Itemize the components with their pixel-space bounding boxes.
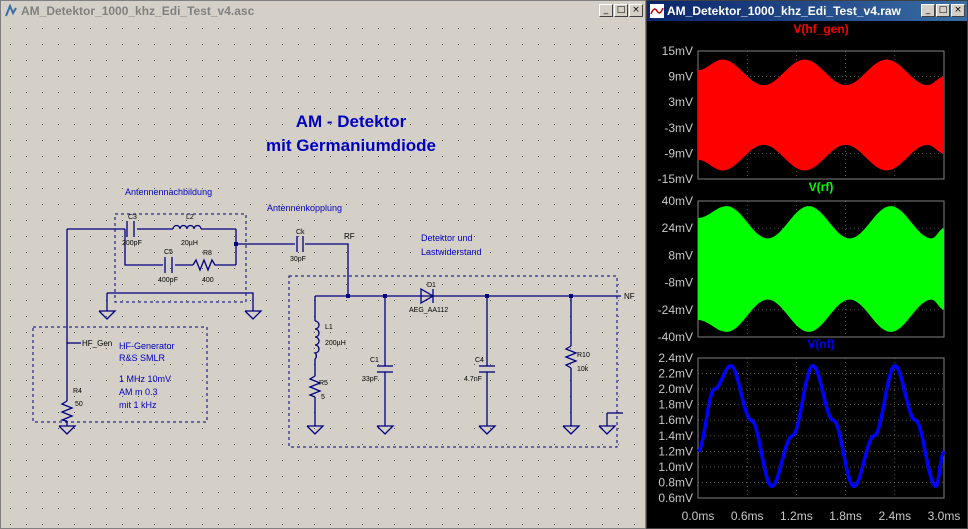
y-tick-label: -40mV bbox=[658, 330, 693, 344]
net-label-rf: RF bbox=[344, 232, 355, 241]
x-tick-label: 2.4ms bbox=[878, 509, 911, 523]
svg-text:Ck: Ck bbox=[296, 229, 305, 236]
heading-line-1: AM - Detektor bbox=[296, 112, 407, 131]
svg-text:33pF: 33pF bbox=[362, 376, 378, 383]
schematic-titlebar[interactable]: AM_Detektor_1000_khz_Edi_Test_v4.asc _ □… bbox=[1, 1, 645, 21]
schematic-app-icon bbox=[5, 4, 17, 17]
y-tick-label: -15mV bbox=[658, 172, 693, 186]
label-antennennachbildung: Antennennachbildung bbox=[125, 187, 212, 197]
svg-text:R5: R5 bbox=[319, 380, 328, 387]
y-tick-label: 3mV bbox=[668, 95, 693, 109]
y-tick-label: 1.6mV bbox=[658, 413, 693, 427]
svg-text:R8: R8 bbox=[203, 250, 212, 257]
y-tick-label: 0.6mV bbox=[658, 491, 693, 505]
gen-line-5: mit 1 kHz bbox=[119, 400, 157, 410]
svg-text:200µH: 200µH bbox=[325, 340, 346, 347]
maximize-button[interactable]: □ bbox=[936, 4, 950, 17]
close-button[interactable]: × bbox=[951, 4, 965, 17]
junction-dots bbox=[234, 242, 573, 298]
label-detektor-line-2: Lastwiderstand bbox=[421, 247, 482, 257]
ground-symbols bbox=[58, 310, 617, 435]
svg-text:L2: L2 bbox=[186, 214, 194, 221]
y-tick-label: -24mV bbox=[658, 303, 693, 317]
svg-text:400pF: 400pF bbox=[158, 277, 178, 284]
schematic-window[interactable]: AM_Detektor_1000_khz_Edi_Test_v4.asc _ □… bbox=[0, 0, 646, 529]
svg-text:50: 50 bbox=[75, 401, 83, 408]
x-tick-label: 0.0ms bbox=[682, 509, 715, 523]
heading-line-2: mit Germaniumdiode bbox=[266, 136, 436, 155]
schematic-grid bbox=[3, 21, 643, 526]
svg-text:C4: C4 bbox=[475, 357, 484, 364]
label-antennenkopplung: Antennenkopplung bbox=[267, 203, 342, 213]
y-tick-label: -9mV bbox=[664, 146, 693, 160]
y-tick-label: 1.0mV bbox=[658, 460, 693, 474]
x-tick-label: 1.2ms bbox=[780, 509, 813, 523]
y-tick-label: 2.2mV bbox=[658, 367, 693, 381]
y-tick-label: 24mV bbox=[662, 221, 693, 235]
y-tick-label: 8mV bbox=[668, 248, 693, 262]
svg-text:R4: R4 bbox=[73, 388, 82, 395]
net-label-nf: NF bbox=[624, 292, 635, 301]
svg-text:20µH: 20µH bbox=[181, 240, 198, 247]
svg-text:200pF: 200pF bbox=[122, 240, 142, 247]
schematic-title: AM_Detektor_1000_khz_Edi_Test_v4.asc bbox=[21, 4, 255, 18]
waveform-window[interactable]: AM_Detektor_1000_khz_Edi_Test_v4.raw _ □… bbox=[646, 0, 968, 529]
pane-frame bbox=[697, 357, 945, 499]
minimize-button[interactable]: _ bbox=[599, 4, 613, 17]
trace-envelope bbox=[698, 206, 944, 332]
minimize-button[interactable]: _ bbox=[921, 4, 935, 17]
svg-text:C3: C3 bbox=[128, 214, 137, 221]
svg-text:5: 5 bbox=[321, 394, 325, 401]
maximize-button[interactable]: □ bbox=[614, 4, 628, 17]
gen-line-2: R&S SMLR bbox=[119, 353, 166, 363]
y-tick-label: 2.0mV bbox=[658, 382, 693, 396]
waveform-title: AM_Detektor_1000_khz_Edi_Test_v4.raw bbox=[667, 4, 901, 18]
gen-line-4: AM m 0.3 bbox=[119, 387, 158, 397]
trace-envelope bbox=[698, 59, 944, 171]
trace-line bbox=[697, 363, 946, 489]
waveform-titlebar[interactable]: AM_Detektor_1000_khz_Edi_Test_v4.raw _ □… bbox=[647, 1, 967, 21]
y-tick-label: 1.2mV bbox=[658, 444, 693, 458]
trace-label: V(rf) bbox=[809, 180, 834, 194]
dashed-boxes bbox=[32, 213, 618, 448]
trace-label: V(hf_gen) bbox=[793, 22, 848, 36]
svg-text:4.7nF: 4.7nF bbox=[464, 376, 482, 383]
close-button[interactable]: × bbox=[629, 4, 643, 17]
y-tick-label: -3mV bbox=[664, 121, 693, 135]
svg-text:AEG_AA112: AEG_AA112 bbox=[409, 307, 448, 314]
svg-text:C5: C5 bbox=[164, 249, 173, 256]
y-tick-label: 0.8mV bbox=[658, 475, 693, 489]
gen-line-3: 1 MHz 10mV bbox=[119, 374, 171, 384]
waveform-plot-area[interactable]: 15mV 9mV 3mV -3mV -9mV -15mV V(hf_gen) 40mV 24mV… bbox=[647, 21, 967, 528]
y-tick-label: 15mV bbox=[662, 44, 693, 58]
y-tick-label: 1.8mV bbox=[658, 398, 693, 412]
x-tick-label: 3.0ms bbox=[928, 509, 961, 523]
y-tick-label: -8mV bbox=[664, 276, 693, 290]
x-tick-label: 0.6ms bbox=[731, 509, 764, 523]
svg-text:C1: C1 bbox=[370, 357, 379, 364]
trace-label: V(nf) bbox=[807, 337, 834, 351]
svg-text:30pF: 30pF bbox=[290, 256, 306, 263]
net-label-hf-gen: HF_Gen bbox=[82, 339, 112, 348]
svg-text:L1: L1 bbox=[325, 324, 333, 331]
svg-text:10k: 10k bbox=[577, 366, 589, 373]
component-labels: C3 200pF L2 20µH C5 400pF R8 400 Ck 30pF… bbox=[73, 214, 590, 408]
svg-text:400: 400 bbox=[202, 277, 214, 284]
schematic-symbols bbox=[59, 221, 578, 422]
label-detektor-line-1: Detektor und bbox=[421, 233, 473, 243]
y-tick-label: 1.4mV bbox=[658, 429, 693, 443]
x-tick-label: 1.8ms bbox=[829, 509, 862, 523]
svg-text:R10: R10 bbox=[577, 352, 590, 359]
gen-line-1: HF-Generator bbox=[119, 341, 175, 351]
y-tick-label: 9mV bbox=[668, 70, 693, 84]
y-tick-label: 40mV bbox=[662, 194, 693, 208]
schematic-canvas[interactable]: AM - Detektor mit Germaniumdiode Antenne… bbox=[3, 21, 643, 526]
waveform-app-icon bbox=[650, 4, 664, 18]
svg-text:D1: D1 bbox=[427, 282, 436, 289]
y-tick-label: 2.4mV bbox=[658, 351, 693, 365]
